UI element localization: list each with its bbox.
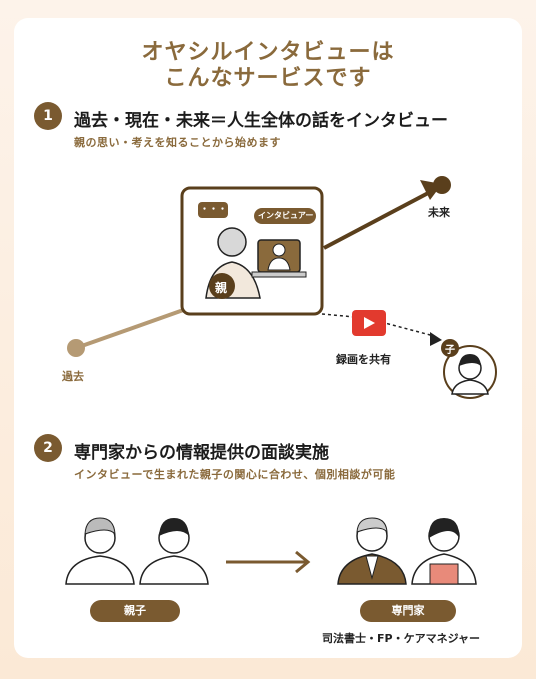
section-1-heading: 過去・現在・未来＝人生全体の話をインタビュー xyxy=(74,111,448,131)
section-1-subtitle: 親の思い・考えを知ることから始めます xyxy=(74,136,281,149)
laptop-base xyxy=(251,271,307,278)
speech-bubble xyxy=(198,202,228,218)
page-title: オヤシルインタビューは こんなサービスです xyxy=(14,40,522,92)
child-adult-body xyxy=(139,555,209,585)
parent-badge: 親 xyxy=(215,281,228,295)
consultation-illustration xyxy=(65,517,477,585)
past-label: 過去 xyxy=(62,370,84,383)
service-card: オヤシルインタビューは こんなサービスです 1 過去・現在・未来＝人生全体の話を… xyxy=(14,18,522,658)
title-line-2: こんなサービスです xyxy=(164,66,372,91)
section-2-subtitle: インタビューで生まれた親子の関心に合わせ、個別相談が可能 xyxy=(74,468,396,481)
timeline-illustration xyxy=(67,176,497,399)
parent-head xyxy=(217,227,247,257)
parent-badge-bg xyxy=(209,273,235,299)
past-dot xyxy=(67,339,85,357)
share-arrow-icon xyxy=(430,332,442,346)
interviewer-tag: インタビュアー xyxy=(258,211,314,220)
apron xyxy=(429,563,459,585)
experts-note: 司法書士・FP・ケアマネジャー xyxy=(322,632,481,645)
future-dot xyxy=(433,176,451,194)
section-2-heading: 専門家からの情報提供の面談実施 xyxy=(74,443,329,463)
future-label: 未来 xyxy=(428,206,450,219)
parent-child-pill: 親子 xyxy=(90,600,180,622)
title-line-1: オヤシルインタビューは xyxy=(141,40,395,65)
section-2-number: 2 xyxy=(34,434,62,462)
speech-bubble-text: ・・・ xyxy=(200,205,228,215)
arrow-right-icon xyxy=(295,550,311,574)
child-badge-bg xyxy=(441,339,459,357)
elder-body xyxy=(65,555,135,585)
child-badge: 子 xyxy=(445,345,455,356)
share-label: 録画を共有 xyxy=(336,353,391,366)
interviewer-tag-bg xyxy=(254,208,316,224)
section-1-number: 1 xyxy=(34,102,62,130)
timeline-past-segment xyxy=(75,306,190,350)
timeline-future-segment xyxy=(323,189,433,250)
expert-pill: 専門家 xyxy=(360,600,456,622)
